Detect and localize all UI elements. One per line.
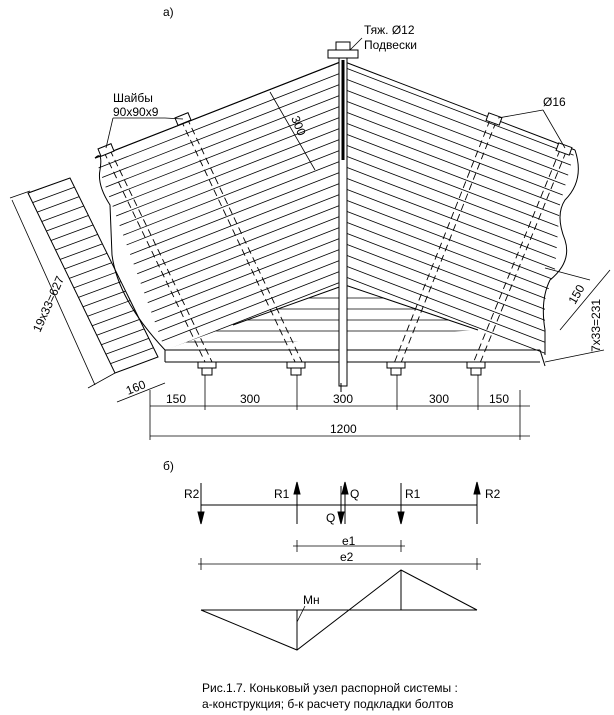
bottom-dim-2: 300 <box>240 392 260 406</box>
plank-line <box>82 293 148 319</box>
washers-label: Шайбы <box>113 91 153 105</box>
plank-line <box>345 204 575 329</box>
tie-rod <box>327 41 359 392</box>
plank-line <box>345 149 575 274</box>
washers <box>97 112 573 376</box>
dim-150-right: 150 <box>565 282 587 307</box>
plank-line <box>345 193 575 318</box>
plank-line <box>345 215 575 340</box>
plank-line <box>59 246 125 272</box>
left-wavy-cut <box>94 155 166 351</box>
plank-line <box>64 255 130 281</box>
bottom-dim-1: 150 <box>166 392 186 406</box>
bolts-right <box>392 119 567 369</box>
right-dims: 150 7х33=231 <box>544 267 611 363</box>
bottom-dim-chain <box>149 375 530 440</box>
plank-line <box>345 105 575 230</box>
plank-line <box>345 160 575 285</box>
caption-line-1: Рис.1.7. Коньковый узел распорной систем… <box>202 681 458 695</box>
svg-text:300: 300 <box>288 114 309 138</box>
plank-line <box>50 227 116 253</box>
dim-left-stack: 19х33=627 <box>30 274 67 335</box>
plank-line <box>95 266 340 350</box>
plank-line <box>330 359 614 482</box>
force-r1-left: R1 <box>274 487 290 501</box>
plank-line <box>95 255 340 350</box>
tie-rod-label: Тяж. Ø12 <box>364 23 415 37</box>
force-q-up: Q <box>350 487 359 501</box>
left-plank-stack: 19х33=627 160 <box>9 177 166 403</box>
plank-line <box>345 138 575 263</box>
washers-size-label: 90х90х9 <box>113 105 159 119</box>
plank-line <box>95 101 340 228</box>
caption-line-2: а-конструкция; б-к расчету подкладки бол… <box>202 697 454 711</box>
plank-line <box>77 284 144 310</box>
plank-line <box>345 336 575 355</box>
plank-line <box>95 62 340 184</box>
plank-line <box>41 208 107 234</box>
plank-line <box>86 303 153 329</box>
bottom-dim-5: 150 <box>489 392 509 406</box>
plank-line <box>345 237 575 355</box>
hangers-label: Подвески <box>364 38 417 52</box>
plank-line <box>45 217 112 243</box>
plank-line <box>345 62 575 186</box>
plank-line <box>345 226 575 351</box>
plank-line <box>28 180 93 205</box>
plank-line <box>105 341 158 366</box>
plank-line <box>345 248 575 355</box>
total-dim: 1200 <box>330 422 357 436</box>
plank-line <box>345 116 575 241</box>
dim-right-stack: 7х33=231 <box>589 299 603 352</box>
plank-line <box>345 83 575 208</box>
e1-label: e1 <box>342 534 356 548</box>
plank-line <box>54 236 121 262</box>
plank-line <box>345 127 575 252</box>
plank-line <box>345 314 575 355</box>
force-r2-left: R2 <box>184 487 200 501</box>
plank-line <box>345 270 575 355</box>
left-roof-planks <box>94 61 341 351</box>
bottom-dim-4: 300 <box>429 392 449 406</box>
plank-line <box>345 292 575 355</box>
e2-label: e2 <box>340 550 354 564</box>
beam-scheme <box>197 481 481 525</box>
plank-line <box>73 274 139 300</box>
dim-160: 160 <box>124 377 148 398</box>
part-b-label: б) <box>163 459 174 473</box>
plank-line <box>345 94 575 219</box>
bolt-diameter-label: Ø16 <box>543 95 566 109</box>
right-wavy-cut <box>542 149 579 355</box>
plank-line <box>32 189 98 215</box>
plank-line <box>345 259 575 355</box>
right-roof-planks <box>330 61 614 482</box>
part-a-label: а) <box>163 5 174 19</box>
plank-line <box>345 325 575 355</box>
plank-line <box>95 90 340 217</box>
e-dims <box>198 540 481 570</box>
dim-300-diagonal: 300 <box>269 91 316 171</box>
plank-line <box>95 79 340 206</box>
moment-diagram <box>200 569 478 651</box>
plank-line <box>36 199 102 224</box>
bolts-left <box>103 117 304 367</box>
moment-label: Мн <box>303 593 320 607</box>
plank-line <box>345 182 575 307</box>
force-q-down: Q <box>326 511 335 525</box>
plank-line <box>95 68 340 195</box>
force-r2-right: R2 <box>485 487 501 501</box>
force-r1-right: R1 <box>405 487 421 501</box>
bottom-dim-3: 300 <box>333 392 353 406</box>
plank-line <box>345 171 575 296</box>
plank-line <box>68 265 134 291</box>
